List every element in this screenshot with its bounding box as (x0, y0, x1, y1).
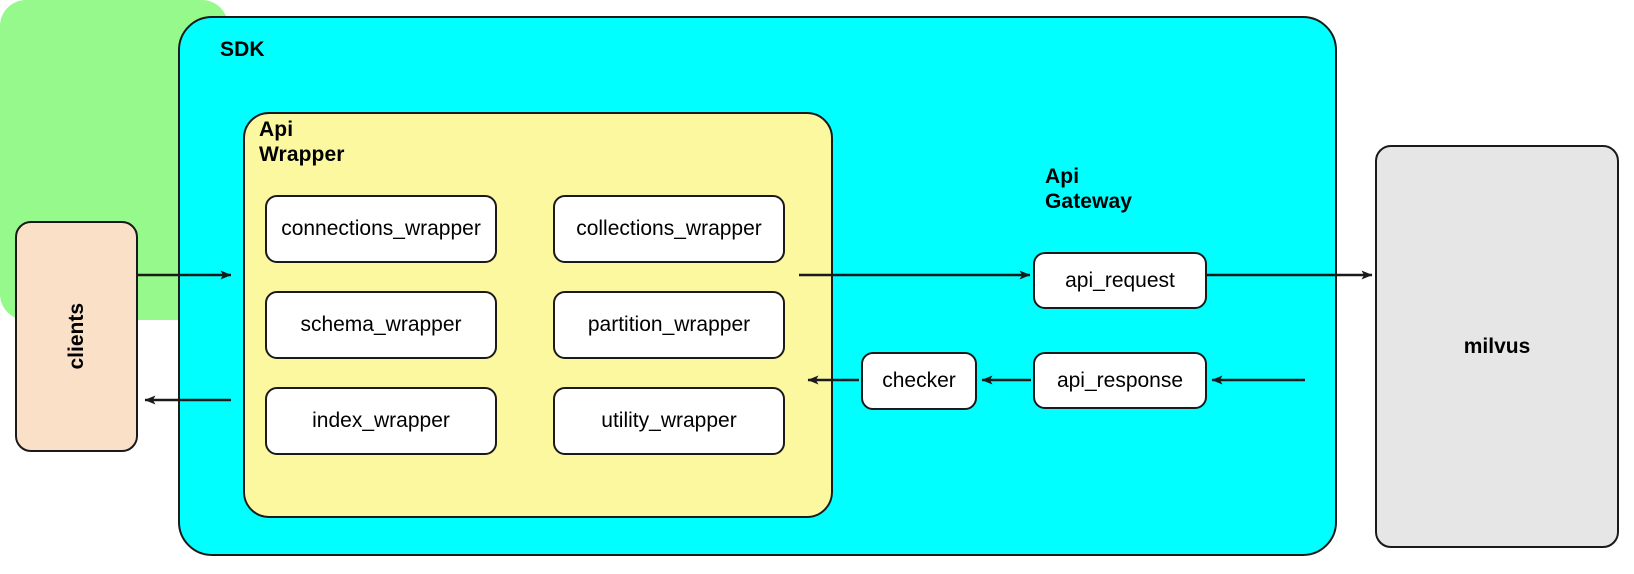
node-label: index_wrapper (312, 409, 450, 432)
node-api-request[interactable]: api_request (1033, 252, 1207, 309)
milvus-label: milvus (1463, 334, 1531, 358)
node-label: api_response (1056, 368, 1184, 392)
node-label: checker (882, 369, 956, 392)
node-api-response[interactable]: api_response (1033, 352, 1207, 409)
node-label: utility_wrapper (601, 409, 737, 432)
node-label: connections_wrapper (281, 217, 481, 240)
clients-label: clients (64, 303, 88, 370)
node-partition-wrapper[interactable]: partition_wrapper (553, 291, 785, 359)
api-gateway-label: Api Gateway (1045, 165, 1133, 213)
milvus-node[interactable]: milvus (1375, 145, 1619, 548)
node-checker[interactable]: checker (861, 352, 977, 410)
node-label: partition_wrapper (587, 313, 751, 336)
node-label: api_request (1065, 268, 1175, 292)
node-connections-wrapper[interactable]: connections_wrapper (265, 195, 497, 263)
node-utility-wrapper[interactable]: utility_wrapper (553, 387, 785, 455)
node-label: collections_wrapper (576, 217, 762, 240)
node-collections-wrapper[interactable]: collections_wrapper (553, 195, 785, 263)
node-schema-wrapper[interactable]: schema_wrapper (265, 291, 497, 359)
node-index-wrapper[interactable]: index_wrapper (265, 387, 497, 455)
clients-node[interactable]: clients (15, 221, 138, 452)
sdk-label: SDK (220, 38, 265, 61)
node-label: schema_wrapper (300, 313, 462, 336)
api-wrapper-label: Api Wrapper (259, 118, 345, 166)
